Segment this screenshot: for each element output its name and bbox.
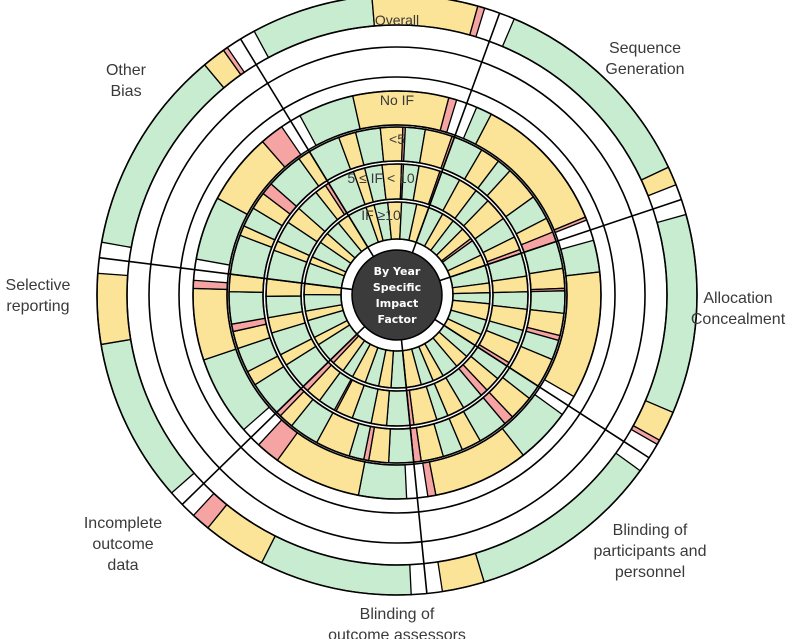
domain-label-4-line-1: outcome [92,536,153,553]
ring-boundary [96,0,698,596]
ring-label-0: Overall [375,12,419,28]
segment-low-ring2-domain3-sector0 [387,427,415,464]
ring-boundary [265,163,529,427]
ring-boundary [226,124,568,466]
ring-label-4: IF ≥10 [361,207,401,223]
domain-label-3-line-1: outcome assessors [328,627,466,639]
segment-low-ring1-domain1-sector0 [559,239,601,277]
domain-divider-2 [434,318,650,459]
center-label-line-2: Impact [376,297,419,310]
ring-label-3: 5 ≤ IF < 10 [347,170,414,186]
ring-boundary [262,160,532,430]
domain-label-2-line-2: personnel [615,564,685,581]
ring-boundary [340,238,454,352]
domain-divider-0 [411,12,501,253]
center-label-line-0: By Year [374,265,421,278]
ring-boundary [228,126,566,464]
domain-spokes [99,12,682,594]
ring-boundary [178,76,616,514]
ring-boundary [303,201,491,389]
ring-label-1: No IF [380,92,414,108]
domain-label-6-line-1: Bias [110,83,141,100]
domain-divider-3 [400,339,428,594]
ring-label-2: <5 [389,131,405,147]
domain-label-2-line-1: participants and [594,543,707,560]
segment-low-ring1-domain3-sector0 [357,461,408,500]
ring-boundary [148,46,646,544]
domain-label-4-line-0: Incomplete [84,515,162,532]
ring-boundary [192,90,602,500]
domain-labels: SequenceGenerationAllocationConcealmentB… [6,40,786,639]
domain-divider-6 [239,38,375,258]
domain-label-5-line-1: reporting [6,298,69,315]
domain-divider-1 [439,198,682,282]
ring-labels: Overall No IF <5 5 ≤ IF < 10 IF ≥10 [347,12,419,223]
ring-boundary [126,24,668,566]
ring-boundary [300,198,494,392]
domain-label-5-line-0: Selective [6,277,71,294]
center-label-line-1: Specific [373,281,421,294]
segment-unclear-ring0-domain4-sector0 [96,272,132,346]
ring-outlines [96,0,698,596]
center-label-line-3: Factor [377,313,417,326]
domain-label-0-line-1: Generation [605,61,684,78]
domain-label-6-line-0: Other [106,62,147,79]
domain-label-1-line-1: Concealment [691,311,786,328]
domain-label-3-line-0: Blinding of [360,606,435,623]
domain-label-2-line-0: Blinding of [613,522,688,539]
segment-low-ring0-domain2-sector0 [474,452,642,583]
domain-label-4-line-2: data [107,557,138,574]
center-circle [351,249,443,341]
domain-label-0-line-0: Sequence [609,40,681,57]
segment-low-ring2-domain4-sector2 [228,290,266,325]
segment-high-ring1-domain4-sector0 [192,279,229,291]
segment-unclear-ring0-domain2-sector0 [437,552,485,593]
domain-divider-4 [181,325,366,506]
domain-divider-5 [99,256,353,291]
domain-label-1-line-0: Allocation [703,290,772,307]
